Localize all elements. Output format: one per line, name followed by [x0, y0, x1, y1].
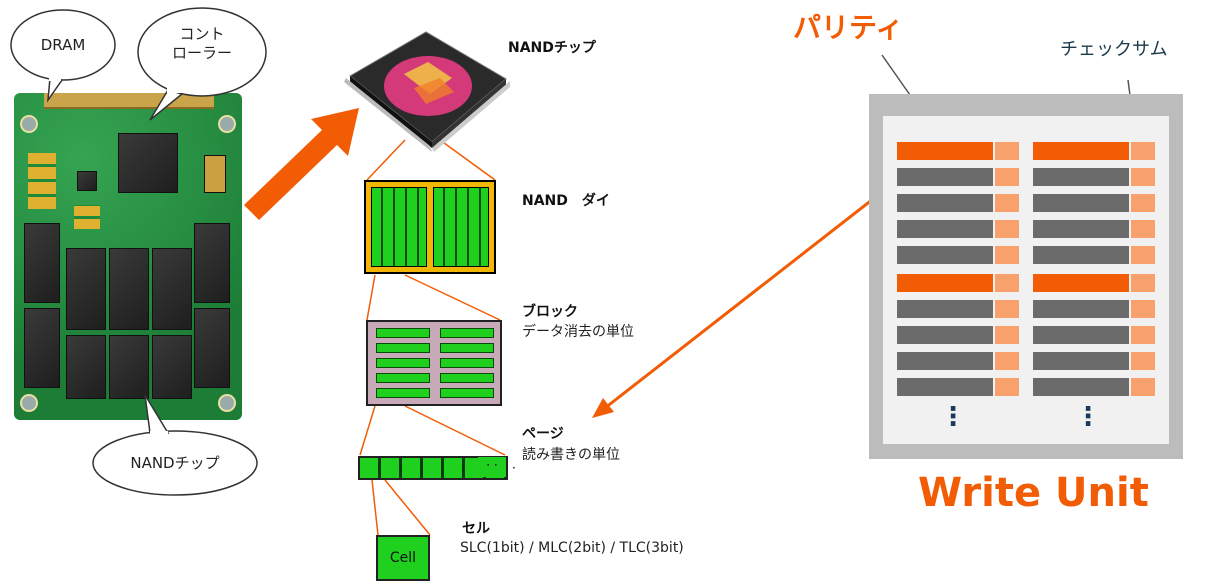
controller-label: コント ローラー — [171, 25, 232, 62]
nand-cell: Cell — [376, 535, 430, 581]
nand-chip-bubble-label: NANDチップ — [130, 454, 220, 472]
column-1-ellipsis: ⋮ — [940, 402, 966, 432]
parity-label: パリティ — [793, 11, 904, 44]
nand-die — [364, 180, 496, 274]
cell-title: セル — [462, 521, 490, 537]
cell-box-label: Cell — [389, 550, 417, 566]
nand-chip-1 — [24, 223, 60, 303]
cell-description: SLC(1bit) / MLC(2bit) / TLC(3bit) — [460, 540, 684, 556]
page-description: 読み書きの単位 — [522, 447, 620, 463]
nand-chip-title: NANDチップ — [508, 40, 596, 56]
write-unit-to-page-arrowhead — [592, 398, 614, 418]
page-dots: · · — [478, 457, 506, 477]
dram-label: DRAM — [40, 36, 86, 54]
dram-chip — [28, 153, 56, 209]
bubble-layer — [10, 7, 267, 496]
ssd-board — [14, 93, 242, 420]
write-unit-title: Write Unit — [918, 470, 1149, 516]
column-2-ellipsis: ⋮ — [1075, 402, 1101, 432]
nand-die-title: NAND ダイ — [522, 193, 610, 209]
checksum-label: チェックサム — [1060, 39, 1168, 60]
ssd-to-chip-arrow — [244, 108, 359, 220]
nand-chip-package — [344, 31, 510, 152]
nand-block — [366, 320, 502, 406]
block-title: ブロック — [522, 304, 578, 320]
block-description: データ消去の単位 — [522, 324, 634, 340]
controller-chip — [118, 133, 178, 193]
page-title: ページ — [522, 426, 564, 442]
